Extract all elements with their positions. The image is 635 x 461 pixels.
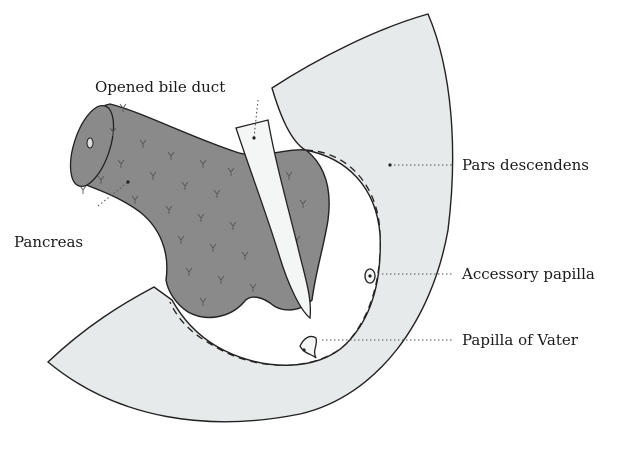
label-accessory-papilla: Accessory papilla [461, 265, 595, 283]
papilla-of-vater [300, 336, 316, 358]
label-papilla-of-vater: Papilla of Vater [462, 331, 579, 349]
accessory-papilla [365, 269, 375, 283]
label-pars-descendens: Pars descendens [462, 156, 589, 174]
label-pancreas: Pancreas [14, 233, 83, 251]
pancreatic-duct-opening [87, 138, 93, 148]
label-opened-bile-duct: Opened bile duct [95, 78, 225, 96]
